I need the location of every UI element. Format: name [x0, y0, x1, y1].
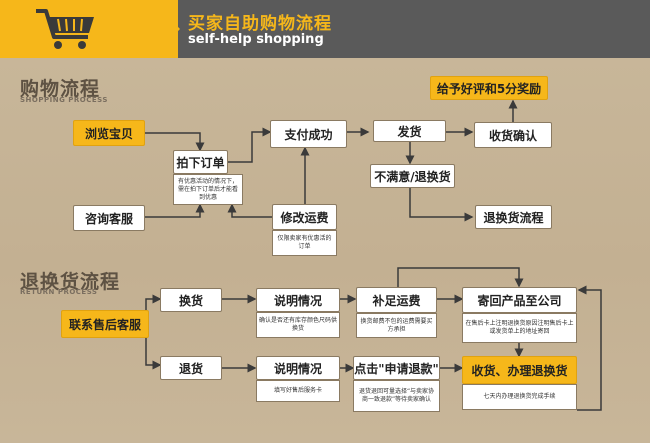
- shopping-section-subtitle: SHOPPING PROCESS: [20, 96, 108, 104]
- header-accent-arrow: [152, 0, 180, 58]
- header-title: 买家自助购物流程: [188, 14, 332, 34]
- explain1-node: 说明情况: [256, 288, 340, 312]
- click-refund-note: 退货退回可量选择“与卖家协商一致退款”等待卖家确认: [353, 380, 440, 412]
- returns-section-title: 退换货流程: [20, 271, 121, 293]
- explain2-note: 填写好售后服务卡: [256, 380, 340, 402]
- finish-note: 七天内办理退换货完成手续: [462, 384, 577, 410]
- browse-node: 浏览宝贝: [73, 120, 145, 146]
- unsatisfied-node: 不满意/退换货: [370, 164, 455, 188]
- order-note: 有优惠活动的情况下，需在拍下订单后才能看到优惠: [173, 174, 243, 205]
- contact-node: 联系售后客服: [61, 310, 149, 338]
- send-back-note: 在售后卡上注明退换货原因注明售后卡上或发货单上的地址寄回: [462, 313, 577, 343]
- explain1-note: 确认是否还有库存颜色尺码供换货: [256, 312, 340, 338]
- header-subtitle: self-help shopping: [188, 32, 324, 47]
- exchange-node: 换货: [160, 288, 222, 312]
- reward-node: 给予好评和5分奖励: [430, 76, 548, 100]
- order-node: 拍下订单: [173, 150, 228, 174]
- click-refund-node: 点击"申请退款": [353, 356, 440, 380]
- refund-node: 退货: [160, 356, 222, 380]
- pay-node: 支付成功: [270, 120, 347, 148]
- modify-node: 修改运费: [272, 204, 337, 230]
- add-freight-node: 补足运费: [356, 287, 437, 313]
- consult-node: 咨询客服: [73, 205, 145, 231]
- returns-section-subtitle: RETURN PROCESS: [20, 288, 98, 296]
- receive-node: 收货确认: [474, 122, 552, 148]
- shopping-section-title: 购物流程: [20, 78, 101, 100]
- ship-node: 发货: [373, 120, 446, 142]
- finish-node: 收货、办理退换货: [462, 356, 577, 384]
- add-freight-note: 换货邮费不包的运费需要买方承担: [356, 313, 437, 338]
- explain2-node: 说明情况: [256, 356, 340, 380]
- modify-note: 仅限卖家有优惠活的订单: [272, 230, 337, 256]
- cart-icon: [36, 9, 94, 49]
- send-back-node: 寄回产品至公司: [462, 287, 577, 313]
- return-flow-node: 退换货流程: [475, 205, 552, 229]
